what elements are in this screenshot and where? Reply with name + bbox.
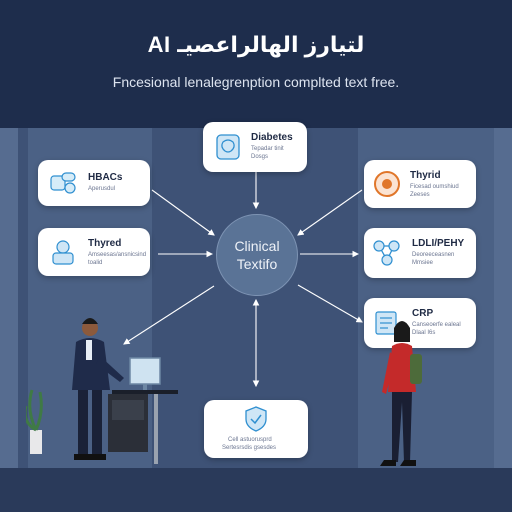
card-ldl[interactable]: LDLI/PEHY Deoreeceasnen Mmsiee: [364, 228, 476, 278]
card-crp-line1: Canseoerfe ealeal: [412, 322, 461, 328]
card-thyroid-right-title: Thyrid: [410, 170, 441, 181]
card-ldl-line2: Mmsiee: [412, 260, 434, 266]
arrow-person-left: [123, 285, 215, 345]
card-thyroid-right-line2: Zeeses: [410, 192, 430, 198]
card-diabetes[interactable]: Diabetes Tepadar tinit Dosgs: [203, 122, 307, 172]
arrow-crp: [297, 284, 363, 323]
card-crp-line2: Dlaal I6s: [412, 330, 436, 336]
card-hbacs-line1: Aperusdul: [88, 186, 116, 192]
document-icon: [375, 311, 397, 335]
page-subtitle: Fncesional lenalegrenption complted text…: [112, 74, 400, 90]
page-title: AI لتيارز الهالراعصيـ: [147, 32, 365, 57]
organ-icon: [374, 171, 400, 197]
card-thyroid-right-line1: Ficesad oumshiud: [410, 184, 459, 190]
thyroid-icon: [52, 240, 74, 265]
card-ldl-title: LDLI/PEHY: [412, 238, 465, 249]
card-bottom-line1: Cell astuorusprd: [228, 437, 272, 443]
card-thyroid-left-line2: toalid: [88, 260, 103, 266]
center-line1: Clinical: [234, 238, 280, 254]
pillar-left-outer: [0, 128, 18, 512]
clinical-text-node[interactable]: Clinical Textifo: [216, 214, 298, 296]
card-thyroid-left[interactable]: Thyred Amseesas/ansnicsind toalid: [38, 228, 150, 276]
card-thyroid-right[interactable]: Thyrid Ficesad oumshiud Zeeses: [364, 160, 476, 208]
floor: [0, 468, 512, 512]
shield-icon: [245, 406, 267, 432]
card-diabetes-title: Diabetes: [251, 132, 293, 143]
center-line2: Textifo: [236, 256, 278, 272]
plant-illustration: [26, 389, 43, 454]
pillar-right-outer: [494, 128, 512, 512]
arrow-hbacs: [151, 189, 215, 236]
card-crp[interactable]: CRP Canseoerfe ealeal Dlaal I6s: [364, 298, 476, 348]
man-at-computer-illustration: [26, 318, 178, 464]
card-bottom[interactable]: Cell astuorusprd Sertesrsdis gsesdes: [204, 400, 308, 458]
arrow-thyroid-right: [297, 189, 363, 236]
pills-icon: [50, 172, 76, 194]
card-thyroid-left-line1: Amseesas/ansnicsind: [88, 252, 147, 258]
molecule-icon: [373, 240, 400, 266]
card-crp-title: CRP: [412, 308, 434, 319]
card-thyroid-left-title: Thyred: [88, 238, 122, 249]
woman-with-backpack-illustration: [380, 321, 422, 466]
card-hbacs-title: HBACs: [88, 172, 123, 183]
card-diabetes-line2: Dosgs: [251, 154, 269, 160]
brain-icon: [216, 134, 240, 160]
card-diabetes-line1: Tepadar tinit: [251, 146, 284, 152]
card-hbacs[interactable]: HBACs Aperusdul: [38, 160, 150, 206]
card-ldl-line1: Deoreeceasnen: [412, 252, 455, 258]
card-bottom-line2: Sertesrsdis gsesdes: [222, 445, 277, 451]
